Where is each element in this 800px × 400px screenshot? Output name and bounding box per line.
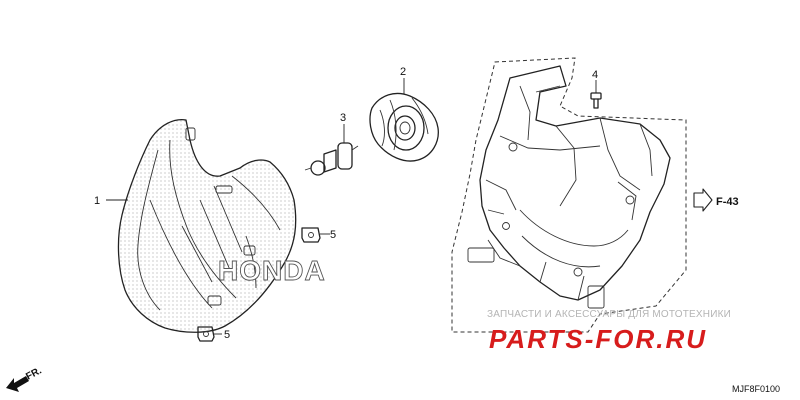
dust-cover: [369, 92, 439, 162]
headlight-unit: [117, 118, 297, 333]
front-direction: FR.: [6, 365, 44, 392]
callout-3: 3: [340, 112, 346, 124]
assembly-outline: [451, 57, 687, 333]
callout-5-lower: 5: [224, 329, 230, 341]
clip-nut-lower: [197, 326, 215, 342]
watermark: ЗАПЧАСТИ И АКСЕССУАРЫ ДЛЯ МОТОТЕХНИКИ PA…: [487, 309, 731, 354]
leader-lines: [106, 78, 597, 335]
reference-f43[interactable]: F-43: [693, 188, 739, 212]
clip-nut-upper: [301, 227, 321, 243]
watermark-brand: PARTS-FOR.RU: [489, 324, 707, 354]
honda-logo: HONDA: [218, 255, 326, 286]
callout-1: 1: [94, 195, 100, 207]
callout-4: 4: [592, 69, 598, 81]
headlight-bracket: [467, 65, 671, 309]
part-code: MJF8F0100: [732, 384, 780, 394]
reference-label: F-43: [716, 196, 739, 208]
headlight-bulb: [304, 142, 359, 176]
mounting-bolt: [590, 92, 602, 109]
callout-2: 2: [400, 66, 406, 78]
callout-5-upper: 5: [330, 229, 336, 241]
watermark-tagline: ЗАПЧАСТИ И АКСЕССУАРЫ ДЛЯ МОТОТЕХНИКИ: [487, 309, 731, 320]
front-arrow-icon: [6, 376, 29, 392]
front-label: FR.: [24, 365, 44, 382]
reference-arrow-icon: [693, 188, 713, 212]
